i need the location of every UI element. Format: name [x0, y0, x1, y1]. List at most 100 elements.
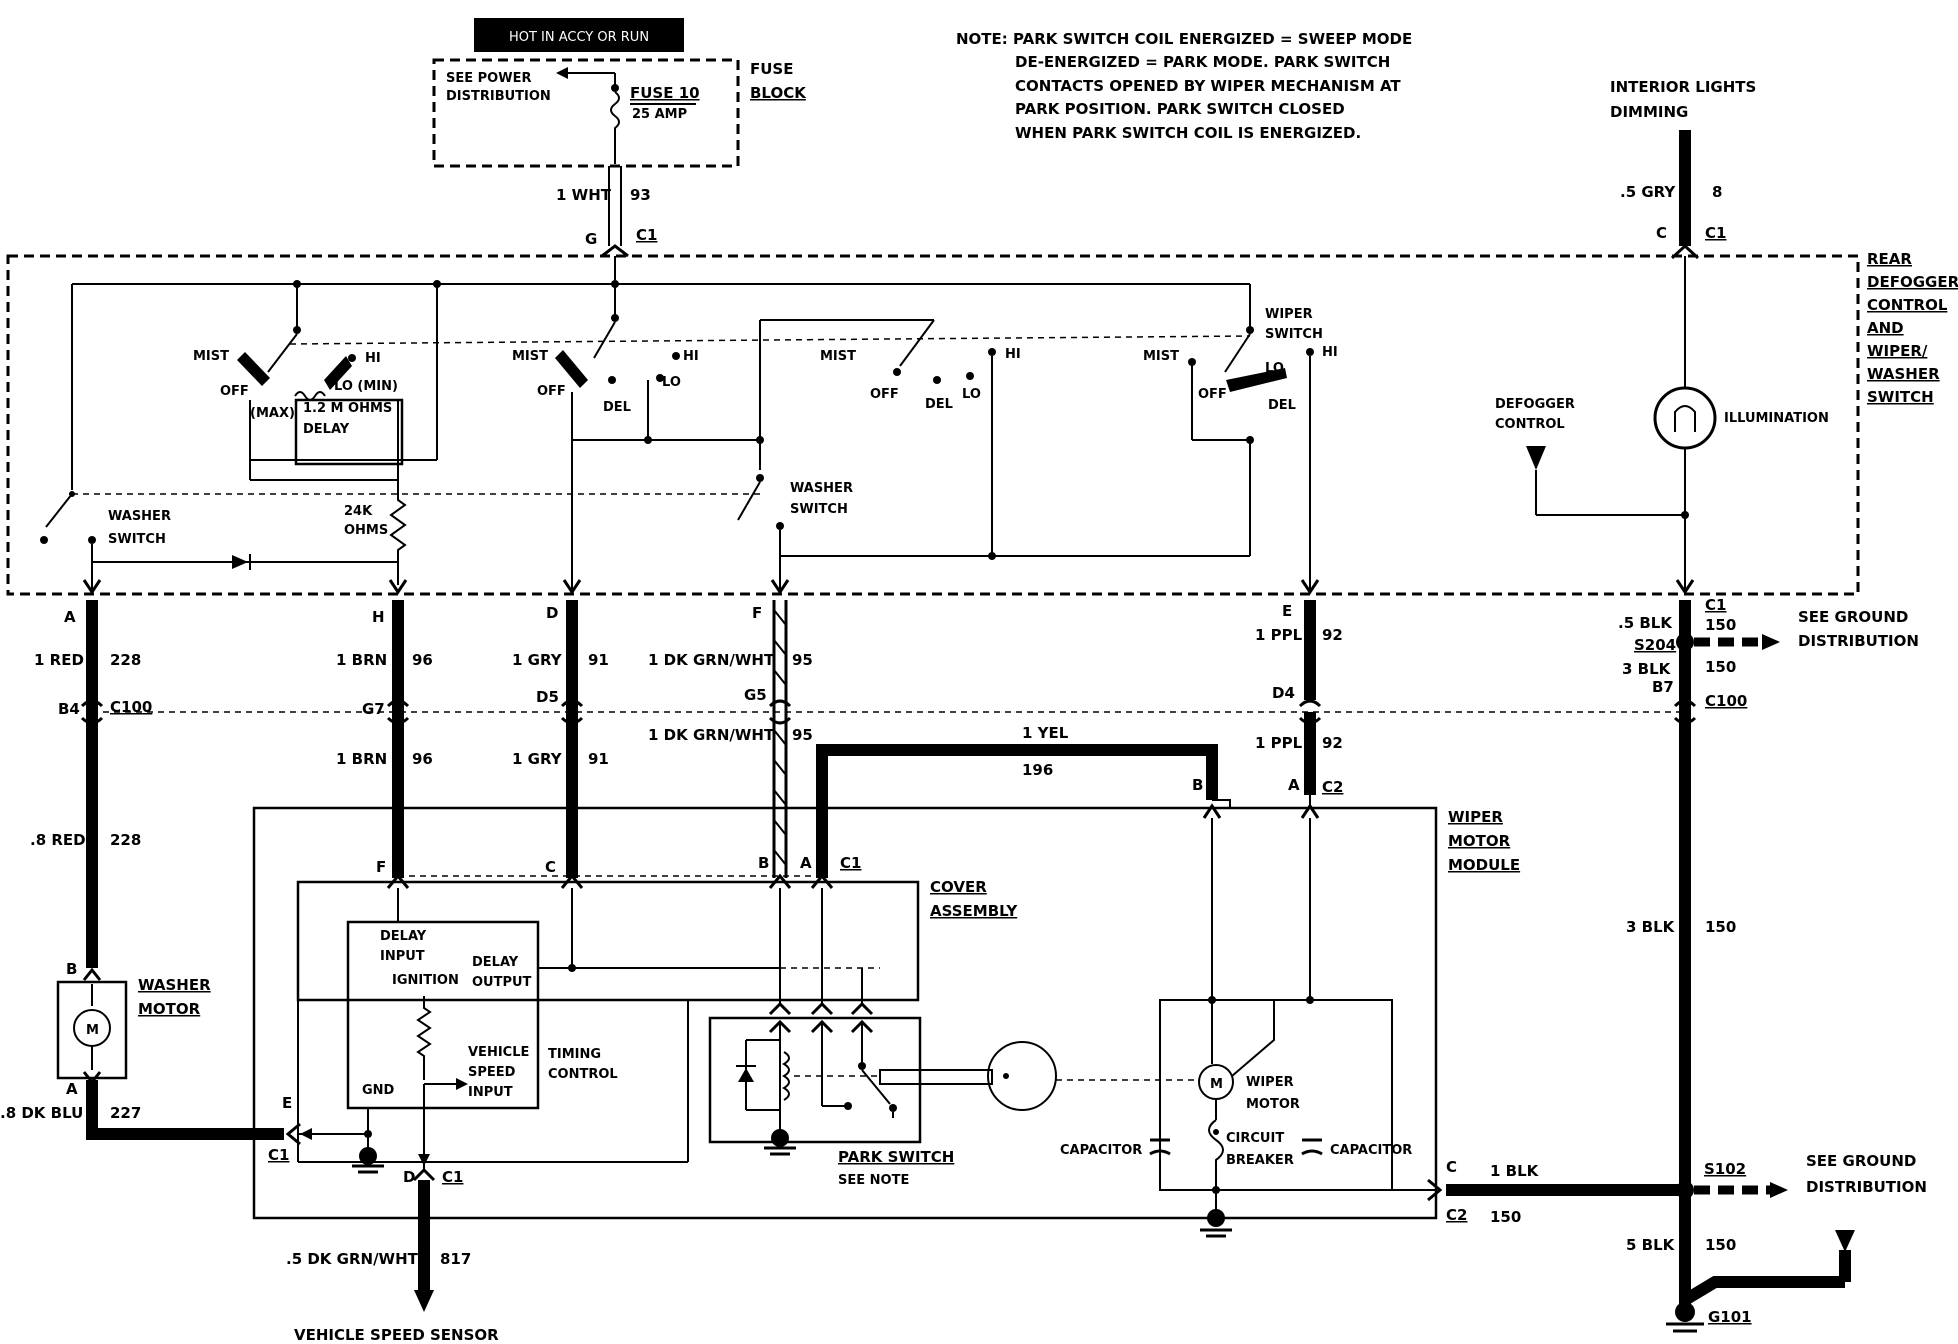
wire-8red: .8 RED: [30, 831, 86, 849]
splice-s102: S102: [1704, 1160, 1746, 1178]
c1-right-bottom: C1: [1705, 596, 1726, 614]
sw4-mist: MIST: [1143, 349, 1179, 364]
sw4-del: DEL: [1268, 398, 1296, 413]
splice-s204: S204: [1634, 636, 1676, 654]
sw3-mist: MIST: [820, 349, 856, 364]
circuit-150-d: 150: [1705, 918, 1736, 936]
wiper-motor-box: [1159, 999, 1393, 1191]
washer-switch-2-a: WASHER: [790, 481, 853, 496]
connector-c1-module: [386, 873, 834, 889]
pin-f: F: [752, 604, 762, 622]
wire-1ppl-b: 1 PPL: [1255, 734, 1303, 752]
c1-right-top: C1: [1705, 224, 1726, 242]
circuit-150-a: 150: [1705, 616, 1736, 634]
svg-text:SWITCH: SWITCH: [1867, 388, 1934, 406]
washer-motor-box: [56, 980, 128, 1080]
fuse-rating: 25 AMP: [632, 107, 687, 122]
circuit-196: 196: [1022, 761, 1053, 779]
wire-1gry-a: 1 GRY: [512, 651, 563, 669]
circuit-breaker-1: CIRCUIT: [1226, 1131, 1284, 1146]
see-ground-2-b: DISTRIBUTION: [1806, 1178, 1927, 1196]
circuit-150-c: 150: [1490, 1208, 1521, 1226]
wire-3blk-b: 3 BLK: [1626, 918, 1676, 936]
note-line-3: CONTACTS OPENED BY WIPER MECHANISM AT: [1015, 77, 1401, 95]
defogger-control-2: CONTROL: [1495, 417, 1565, 432]
park-switch-box: [708, 1016, 922, 1144]
delay-output-1: DELAY: [472, 955, 519, 970]
wire-5gry: .5 GRY: [1620, 183, 1676, 201]
ground-g101: G101: [1708, 1308, 1752, 1326]
sw1-max: (MAX): [250, 406, 295, 421]
see-power-2: DISTRIBUTION: [446, 89, 551, 104]
capacitor-left: CAPACITOR: [1060, 1143, 1142, 1158]
res-1m-2: DELAY: [303, 422, 350, 437]
circuit-228-a: 228: [110, 651, 141, 669]
wire-5blk-2: 5 BLK: [1626, 1236, 1676, 1254]
wiper-motor-label-2: MOTOR: [1246, 1097, 1300, 1112]
circuit-91-a: 91: [588, 651, 609, 669]
ground-arrow-icon: [1835, 1230, 1855, 1252]
circuit-8: 8: [1712, 183, 1722, 201]
cover-assembly-1: COVER: [930, 878, 987, 896]
sw2-off: OFF: [537, 384, 566, 399]
wiper-switch-label-2: SWITCH: [1265, 327, 1323, 342]
connector-c1-bottom: [82, 579, 1695, 595]
wire-1brn-b: 1 BRN: [336, 750, 387, 768]
wiper-motor-m: M: [1210, 1077, 1223, 1092]
pin-a-c2: A: [1288, 776, 1300, 794]
defogger-control-icon: [1526, 446, 1546, 470]
illumination-lamp-icon: [1653, 386, 1717, 450]
circuit-92-a: 92: [1322, 626, 1343, 644]
sw1-lo-min: LO (MIN): [334, 379, 398, 394]
connector-c100: [80, 699, 1697, 725]
wire-1wht: 1 WHT: [556, 186, 612, 204]
pin-b-c1: B: [758, 854, 769, 872]
pin-a-c1: A: [800, 854, 812, 872]
sw4-hi: HI: [1322, 345, 1338, 360]
vsi-2: SPEED: [468, 1065, 516, 1080]
wire-1gry-b: 1 GRY: [512, 750, 563, 768]
ignition-label-box: [474, 18, 684, 52]
pin-e: E: [1282, 602, 1292, 620]
pin-b-c2: B: [1192, 776, 1203, 794]
svg-text:AND: AND: [1867, 319, 1904, 337]
pin-b-washer: B: [66, 960, 77, 978]
wire-1brn-a: 1 BRN: [336, 651, 387, 669]
washer-motor-label-2: MOTOR: [138, 1000, 201, 1018]
fuse-name: FUSE 10: [630, 84, 700, 102]
circuit-227: 227: [110, 1104, 141, 1122]
see-ground-1-a: SEE GROUND: [1798, 608, 1908, 626]
defogger-control-1: DEFOGGER: [1495, 397, 1575, 412]
pin-g: G: [585, 230, 597, 248]
svg-text:WASHER: WASHER: [1867, 365, 1940, 383]
see-power-1: SEE POWER: [446, 71, 531, 86]
vsi-1: VEHICLE: [468, 1045, 529, 1060]
fuse-block-title-2: BLOCK: [750, 84, 807, 102]
note-line-5: WHEN PARK SWITCH COIL IS ENERGIZED.: [1015, 124, 1361, 142]
sw3-del: DEL: [925, 397, 953, 412]
interior-lights-1: INTERIOR LIGHTS: [1610, 78, 1756, 96]
c1-module: C1: [840, 854, 861, 872]
sw4-off: OFF: [1198, 387, 1227, 402]
rear-control-title: REAR DEFOGGER CONTROL AND WIPER/ WASHER …: [1867, 250, 1958, 406]
wiper-motor-module-box: [252, 806, 1438, 1220]
wire-1blk: 1 BLK: [1490, 1162, 1540, 1180]
wire-1red: 1 RED: [34, 651, 84, 669]
circuit-92-b: 92: [1322, 734, 1343, 752]
circuit-96-b: 96: [412, 750, 433, 768]
circuit-150-b: 150: [1705, 658, 1736, 676]
sw2-mist: MIST: [512, 349, 548, 364]
vehicle-speed-sensor: VEHICLE SPEED SENSOR: [294, 1326, 499, 1344]
note-line-1: NOTE: PARK SWITCH COIL ENERGIZED = SWEEP…: [956, 30, 1412, 48]
ignition-label: IGNITION: [392, 973, 459, 988]
circuit-breaker-2: BREAKER: [1226, 1153, 1294, 1168]
gnd-label: GND: [362, 1083, 395, 1098]
washer-motor-label-1: WASHER: [138, 976, 211, 994]
c1-pin-d: C1: [442, 1168, 463, 1186]
pin-c-c1: C: [545, 858, 556, 876]
svg-text:WIPER/: WIPER/: [1867, 342, 1928, 360]
pin-g7: G7: [362, 700, 385, 718]
park-switch-label: PARK SWITCH: [838, 1148, 954, 1166]
see-ground-1-b: DISTRIBUTION: [1798, 632, 1919, 650]
c100-left: C100: [110, 698, 152, 716]
